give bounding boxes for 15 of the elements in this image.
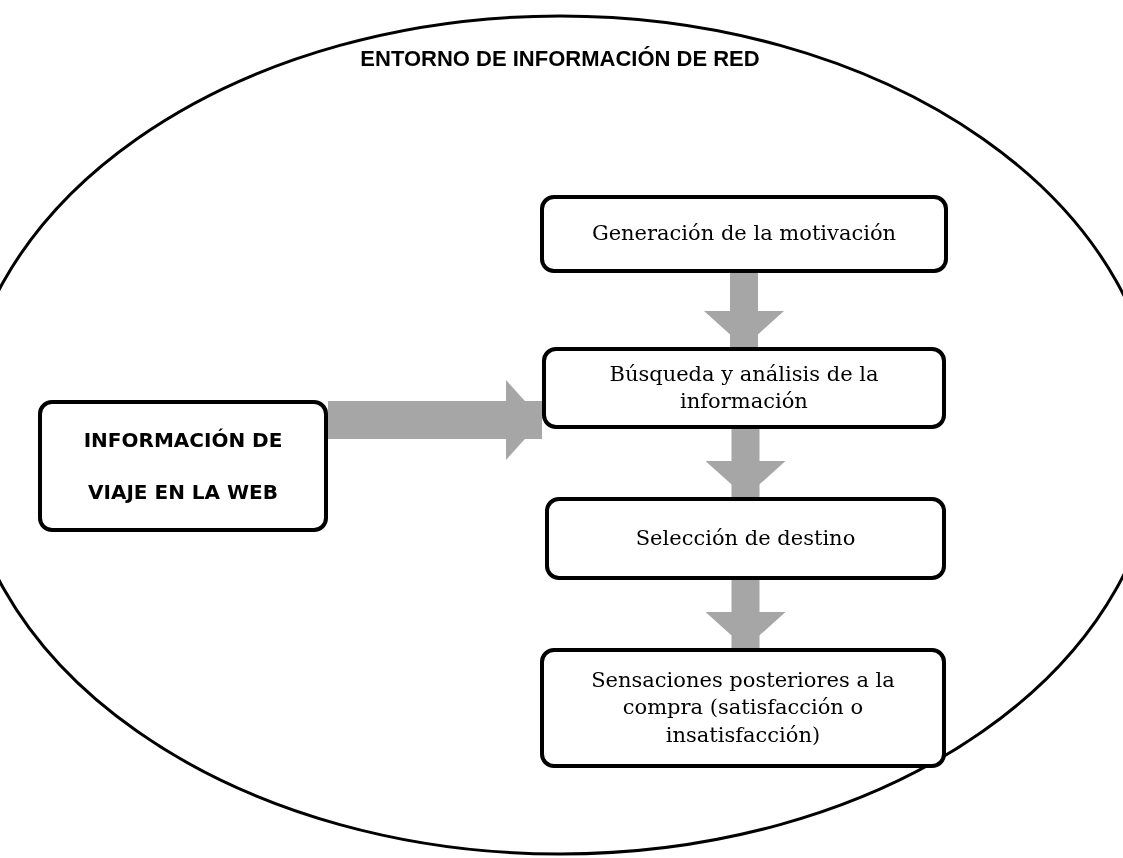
process-box [540, 648, 946, 768]
process-box [38, 400, 328, 532]
box-label: Selección de destino [635, 524, 856, 552]
block-arrow [705, 580, 786, 648]
block-arrow [328, 380, 542, 460]
block-arrow [704, 273, 784, 347]
box-label: Generación de la motivación [591, 220, 897, 248]
process-box [545, 497, 946, 580]
block-arrow [705, 429, 786, 497]
process-box [542, 347, 946, 429]
process-box [540, 195, 948, 273]
box-label: INFORMACIÓN DE VIAJE EN LA WEB [82, 427, 284, 506]
box-label: Búsqueda y análisis de la información [608, 360, 880, 415]
box-label: Sensaciones posteriores a la compra (satisfacción o insatisfacción) [590, 667, 896, 749]
ellipse-label: ENTORNO DE INFORMACIÓN DE RED [360, 46, 760, 72]
